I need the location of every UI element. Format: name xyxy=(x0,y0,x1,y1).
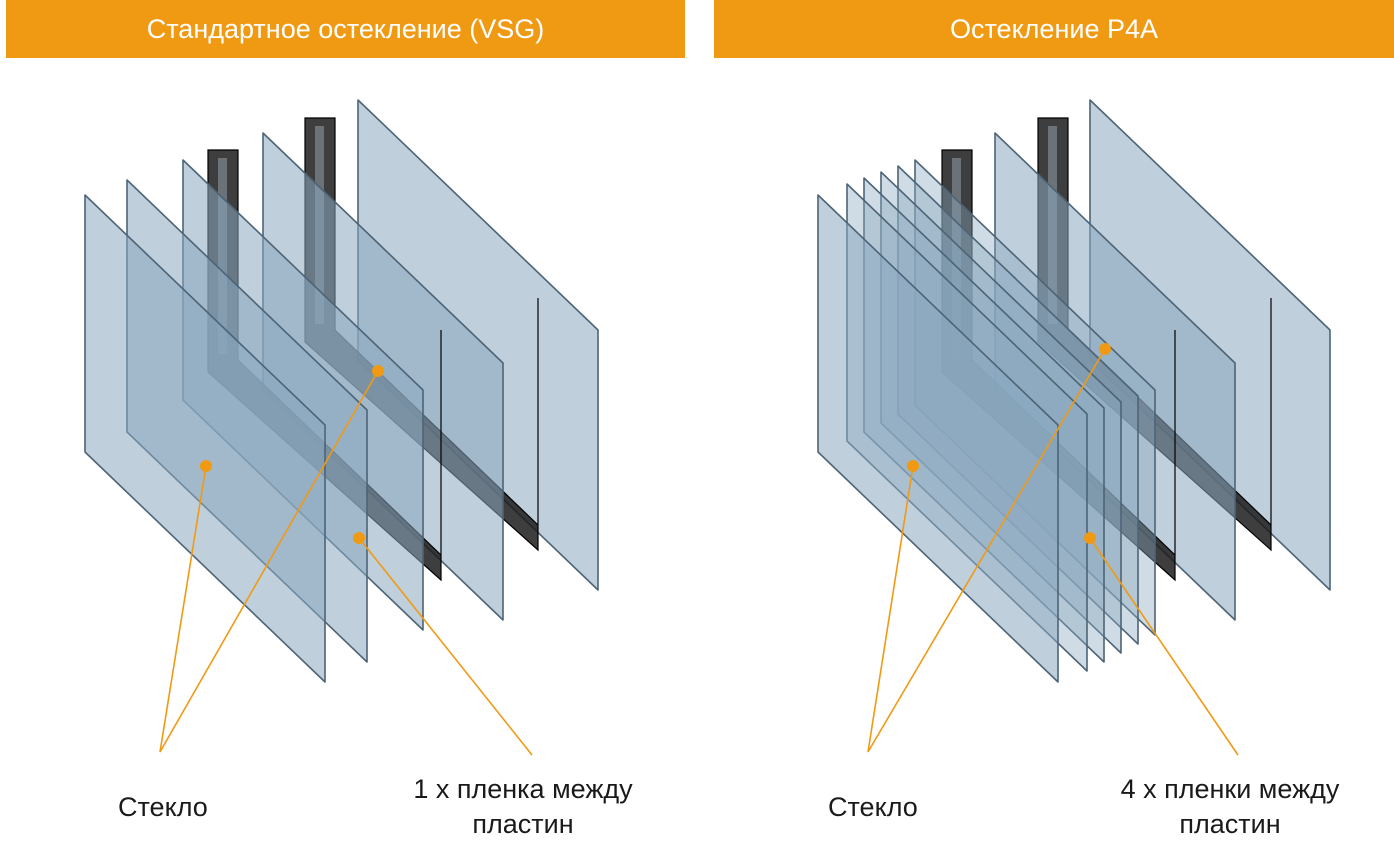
label-film-p4a-line2: пластин xyxy=(1179,809,1281,839)
label-film-vsg-line1: 1 x пленка между xyxy=(413,774,633,804)
vsg-pane-front xyxy=(84,194,326,683)
p4a-pane-front xyxy=(817,194,1059,683)
label-film-p4a-line1: 4 x пленки между xyxy=(1120,774,1340,804)
p4a-film-leader xyxy=(1089,537,1239,756)
header-vsg-title: Стандартное остекление (VSG) xyxy=(146,14,545,44)
label-glass-p4a-text: Стекло xyxy=(828,792,918,822)
p4a-spacer-front-highlight xyxy=(952,158,961,354)
label-film-p4a: 4 x пленки между пластин xyxy=(1100,772,1360,842)
p4a-glass-leader-2 xyxy=(867,348,1106,753)
p4a-glass-leader-1 xyxy=(867,465,914,753)
vsg-glass-leader-1 xyxy=(159,465,207,753)
vsg-glass-leader-2 xyxy=(159,370,379,753)
label-glass-vsg-text: Стекло xyxy=(118,792,208,822)
label-glass-p4a: Стекло xyxy=(828,790,918,825)
header-p4a: Остекление P4A xyxy=(714,0,1394,58)
header-vsg: Стандартное остекление (VSG) xyxy=(6,0,685,58)
label-film-vsg: 1 x пленка между пластин xyxy=(395,772,651,842)
label-film-vsg-line2: пластин xyxy=(472,809,574,839)
header-p4a-title: Остекление P4A xyxy=(949,14,1158,44)
vsg-film-leader xyxy=(358,537,533,756)
label-glass-vsg: Стекло xyxy=(118,790,208,825)
